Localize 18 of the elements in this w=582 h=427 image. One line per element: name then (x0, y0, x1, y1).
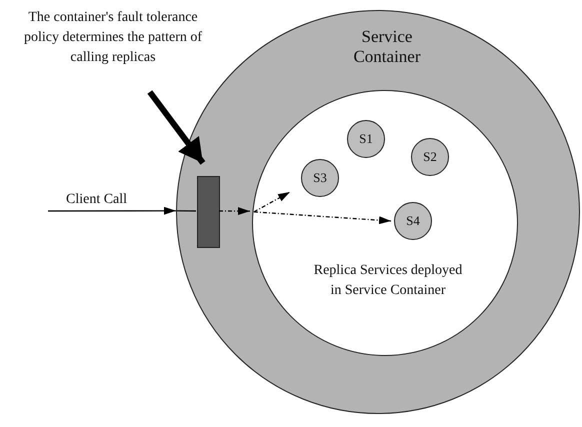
arrow (254, 211, 392, 224)
arrow (254, 191, 290, 212)
arrow (48, 206, 176, 215)
service-label: S2 (422, 148, 438, 166)
replica-service-circle (411, 138, 449, 176)
service-label: S1 (358, 130, 374, 148)
replica-service-circle (301, 159, 339, 197)
container-label: Service Container (352, 27, 422, 67)
replica-service-circle (394, 202, 432, 240)
replica-service-circle (347, 120, 385, 158)
service-label: S4 (405, 212, 421, 230)
fault-tolerance-handler (197, 176, 220, 248)
hatched-arrow (147, 90, 206, 165)
service-label: S3 (312, 169, 328, 187)
connector-line (177, 210, 196, 212)
container-label: Replica Services deployed in Service Container (313, 262, 463, 300)
annotation-text: The container's fault tolerance policy determines the pattern of calling replicas (22, 9, 204, 67)
arrow (219, 207, 250, 216)
